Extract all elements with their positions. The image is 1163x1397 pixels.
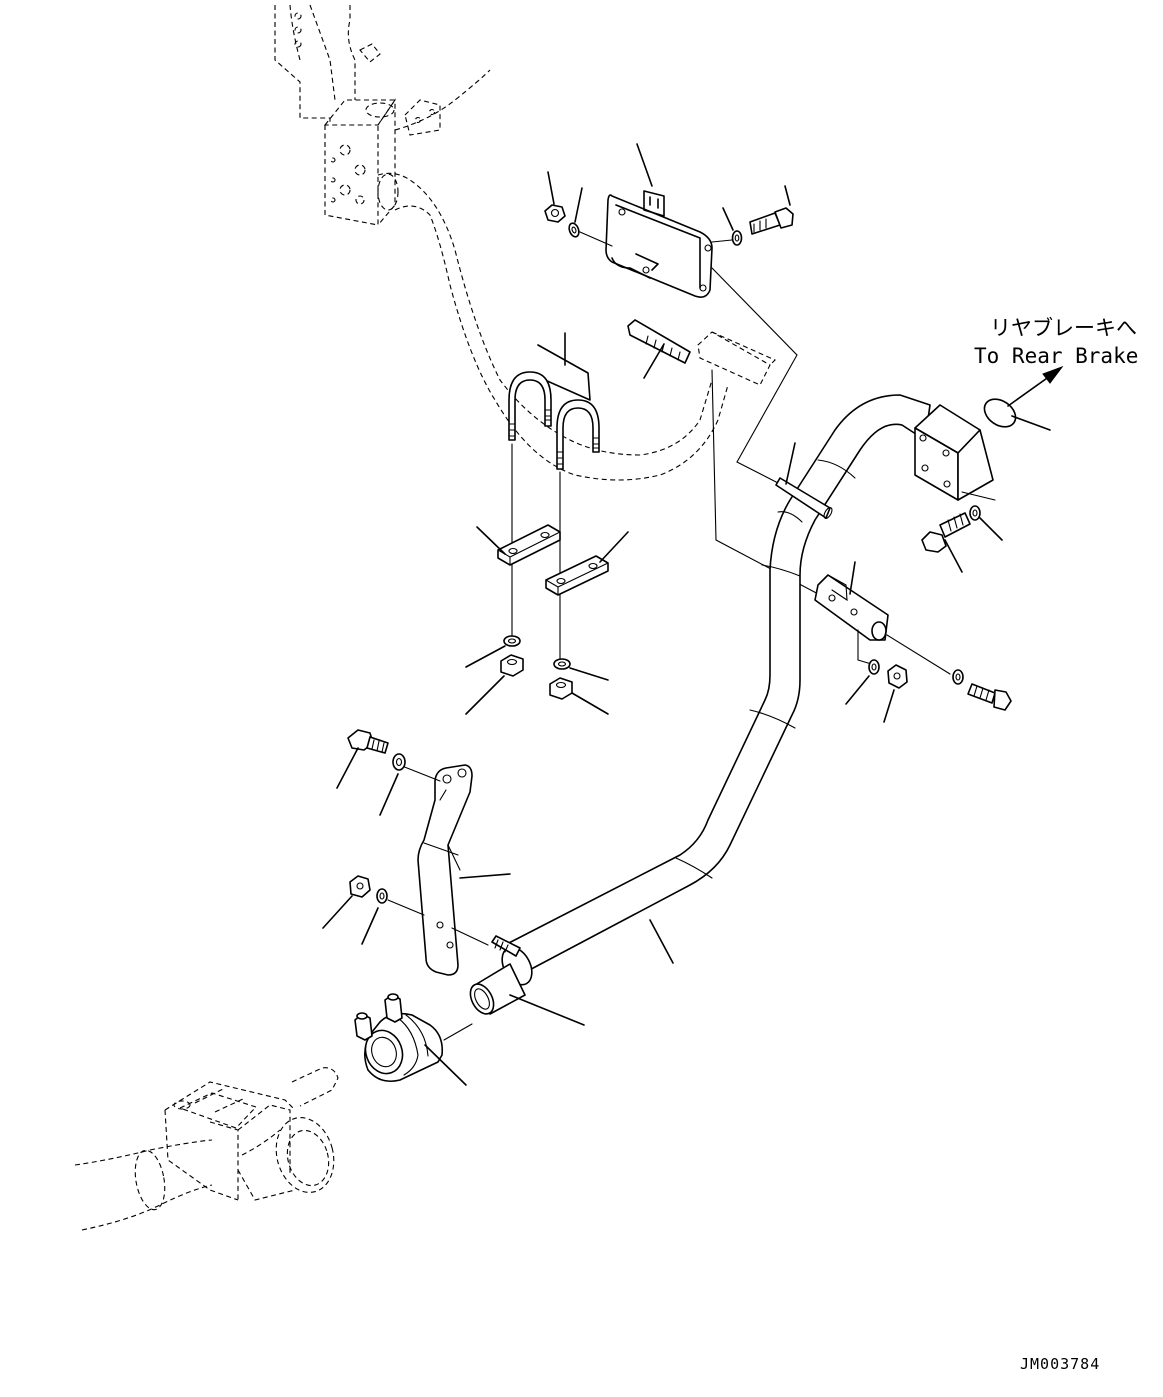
spacer-plate-right <box>545 555 609 596</box>
pipe-end-collar <box>469 946 533 1015</box>
pipe-end-pin <box>491 935 521 957</box>
hose-coupling <box>354 993 444 1083</box>
brake-pipe-main <box>504 394 931 976</box>
annotation-english: To Rear Brake <box>974 344 1138 368</box>
clip-dashed <box>697 331 776 386</box>
washer-clip-bolt <box>952 669 964 685</box>
pipe-pin-top <box>775 477 833 519</box>
clevis-pin <box>627 319 691 364</box>
arrow-to-rear-brake <box>1007 365 1064 407</box>
mounting-plate-top <box>605 190 713 298</box>
nut-ubolt-right <box>549 677 573 700</box>
u-bolt-left <box>508 371 552 441</box>
washer-bracket-lower <box>376 888 388 904</box>
existing-brake-pipe-dashed <box>377 69 729 481</box>
support-bracket <box>417 764 473 976</box>
spacer-plate-left <box>497 524 561 566</box>
bolt-top <box>749 207 794 235</box>
nut-bracket <box>349 875 371 898</box>
drawing-code: JM003784 <box>1020 1355 1100 1373</box>
nut-top <box>544 204 566 223</box>
washer-ubolt-left <box>503 635 521 647</box>
bolt-connector <box>921 512 971 553</box>
pipe-clip-right <box>814 574 889 641</box>
washer-clip <box>868 659 880 675</box>
u-bolt-right <box>556 399 600 470</box>
frame-bracket-upper <box>274 4 381 125</box>
o-ring <box>983 398 1017 428</box>
nut-clip <box>887 664 908 689</box>
annotation-japanese: リヤブレーキへ <box>990 316 1137 340</box>
washer-top <box>568 222 580 238</box>
washer-top-right <box>731 230 743 246</box>
washer-connector <box>969 505 981 521</box>
frame-block-upper <box>323 98 441 226</box>
axle-housing-dashed <box>74 1067 339 1231</box>
u-bolt-pad <box>537 344 591 401</box>
washer-bracket-upper <box>392 753 406 771</box>
connector-block <box>914 404 994 501</box>
washer-ubolt-right <box>553 658 571 670</box>
nut-ubolt-left <box>500 654 524 677</box>
bolt-clip <box>967 683 1012 711</box>
bolt-bracket <box>347 729 389 754</box>
